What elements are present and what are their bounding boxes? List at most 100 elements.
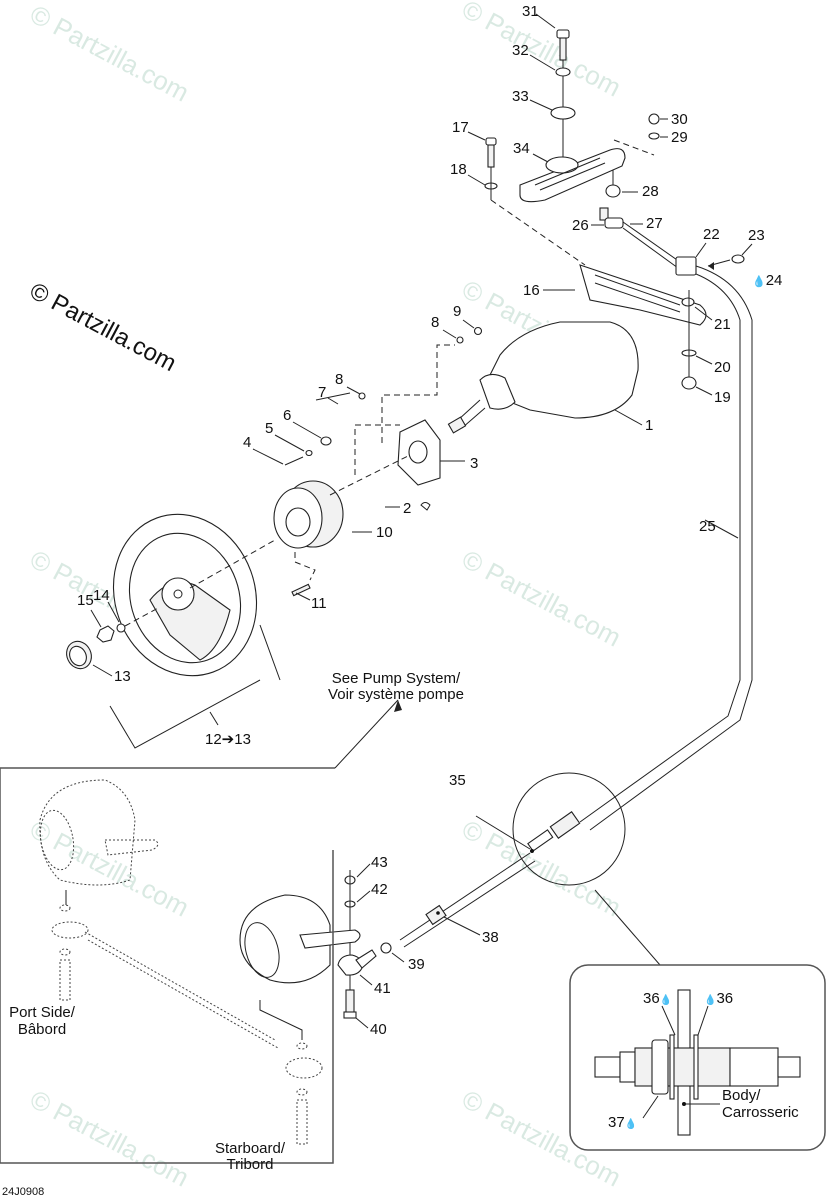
callout-31: 31: [522, 3, 539, 20]
washer-6: [320, 436, 332, 446]
note-pump-system-fr: Voir système pompe: [328, 686, 464, 703]
nozzle-arm: [299, 929, 361, 949]
cable-rod-38: [380, 852, 536, 963]
callout-22: 22: [703, 226, 720, 243]
callout-15: 15: [77, 592, 94, 609]
inset-frame: [0, 767, 335, 1164]
bolt-31-shank: [559, 37, 567, 61]
steering-cable-25: [579, 265, 753, 831]
detail-circle: [475, 772, 661, 966]
callout-27: 27: [646, 215, 663, 232]
arrow-head: [708, 262, 714, 270]
threaded-section: [634, 1047, 731, 1087]
figure-code: 24J0908: [2, 1186, 44, 1198]
callout-3: 3: [470, 455, 478, 472]
callout-5: 5: [265, 420, 273, 437]
bracket-34: [519, 148, 626, 203]
callout-38: 38: [482, 929, 499, 946]
callout-35: 35: [449, 772, 466, 789]
washer-8-upper: [456, 336, 464, 344]
watermark-faint: © Partzilla.com: [25, 0, 194, 108]
callout-28: 28: [642, 183, 659, 200]
bolt-40: [345, 989, 355, 1015]
bushing-21: [681, 297, 695, 307]
shaft-left: [619, 1051, 636, 1083]
note-body-en: Body/: [722, 1087, 761, 1104]
dual-nozzle-inset: [0, 699, 402, 1164]
diagram-notes: See Pump System/ Voir système pompe Port…: [2, 670, 799, 1198]
upper-bracket-assembly: [484, 29, 745, 390]
shaft-right: [729, 1047, 779, 1087]
callout-20: 20: [714, 359, 731, 376]
plate-3-bore: [408, 440, 428, 464]
bracket-34-boss: [545, 156, 579, 174]
cable-fitting-thread: [549, 811, 581, 839]
callout-41: 41: [374, 980, 391, 997]
cap-nut-30: [648, 113, 660, 125]
callout-10: 10: [376, 524, 393, 541]
callout-26: 26: [572, 217, 589, 234]
sleeve-38: [425, 904, 447, 926]
nut-9: [473, 326, 483, 336]
callout-36-left: 36💧: [643, 990, 672, 1007]
wheel-hub: [161, 577, 195, 611]
nut-15: [96, 625, 115, 643]
sealant-drop-icon: 💧: [752, 275, 766, 288]
washer-36-right: [693, 1034, 699, 1100]
callout-42: 42: [371, 881, 388, 898]
cable-bulkhead-detail: [569, 964, 826, 1151]
jam-nut-23: [731, 254, 745, 264]
callout-8-upper: 8: [431, 314, 439, 331]
watermark-faint: © Partzilla.com: [457, 0, 626, 103]
steering-column-housing-1: [447, 321, 639, 434]
callout-23: 23: [748, 227, 765, 244]
sealant-drop-icon: 💧: [660, 993, 672, 1006]
steering-wheel-12: [66, 513, 281, 749]
mounting-plate-3: [354, 344, 465, 486]
screw-11: [291, 583, 311, 597]
callout-11: 11: [311, 595, 327, 612]
callout-30: 30: [671, 111, 688, 128]
callout-37: 37💧: [608, 1114, 637, 1131]
washer-8-lower: [358, 392, 366, 400]
note-starboard-en: Starboard/: [215, 1140, 286, 1157]
callout-14: 14: [93, 587, 110, 604]
callout-6: 6: [283, 407, 291, 424]
watermark-faint: © Partzilla.com: [25, 1084, 194, 1193]
key-2: [420, 502, 431, 511]
washer-36-left: [669, 1034, 675, 1100]
lock-washer-5: [305, 449, 313, 457]
washer-29: [648, 132, 660, 140]
callout-2: 2: [403, 500, 411, 517]
callout-13: 13: [114, 668, 131, 685]
cable-25-outer-a: [589, 265, 753, 831]
callout-17: 17: [452, 119, 469, 136]
watermark-faint: © Partzilla.com: [457, 814, 626, 923]
detail-circle-outline: [512, 772, 626, 886]
callout-7: 7: [318, 384, 326, 401]
note-starboard-fr: Tribord: [227, 1156, 274, 1173]
cable-25-outer-b: [579, 273, 741, 823]
callout-32: 32: [512, 42, 529, 59]
watermark-main: © Partzilla.com: [25, 277, 180, 377]
steering-hub-10: [273, 454, 411, 597]
bolt-40-head: [343, 1011, 357, 1019]
hub-10-bore: [285, 507, 311, 537]
housing-1-flange: [479, 373, 516, 410]
note-body-fr: Carrosseric: [722, 1104, 799, 1121]
shaft-left-end: [594, 1056, 621, 1078]
callout-18: 18: [450, 161, 467, 178]
note-port-side-en: Port Side/: [9, 1004, 76, 1021]
callout-21: 21: [714, 316, 731, 333]
callout-16: 16: [523, 282, 540, 299]
watermark-faint: © Partzilla.com: [457, 544, 626, 653]
callout-29: 29: [671, 129, 688, 146]
spline-shaft: [447, 416, 467, 434]
cable-block-22: [675, 256, 697, 276]
detail-frame: [569, 964, 826, 1151]
fastener-set: [284, 326, 483, 511]
washer-32: [555, 67, 571, 77]
note-port-side-fr: Bâbord: [18, 1021, 66, 1038]
callout-33: 33: [512, 88, 529, 105]
